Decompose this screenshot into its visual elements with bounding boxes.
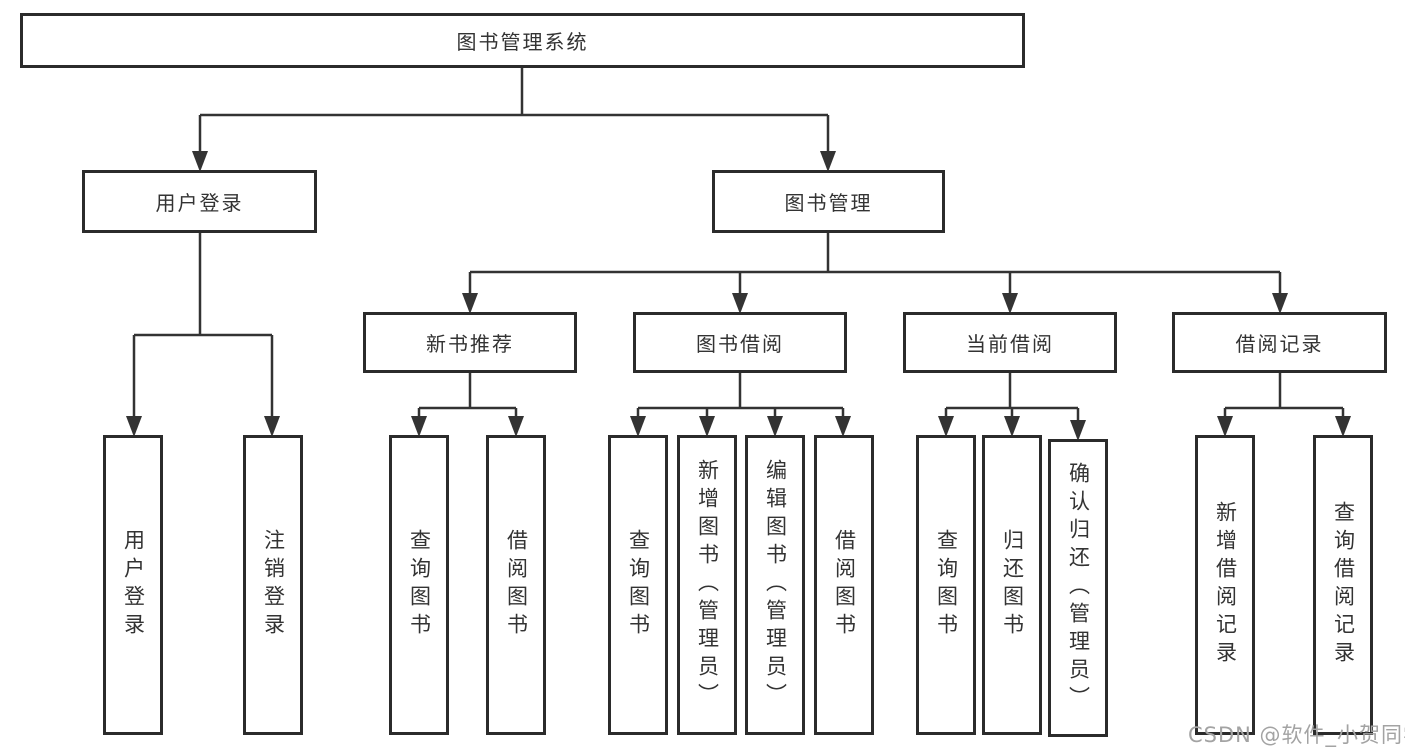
leaf-borrow-query-books: 查询图书 bbox=[608, 435, 668, 735]
node-user-login: 用户登录 bbox=[82, 170, 317, 233]
csdn-watermark: CSDN @软件_小贺同学 bbox=[1188, 723, 1405, 747]
leaf-borrow-add-books-admin: 新增图书（管理员） bbox=[677, 435, 737, 735]
leaf-borrow-edit-books-admin: 编辑图书（管理员） bbox=[745, 435, 805, 735]
leaf-records-add-record: 新增借阅记录 bbox=[1195, 435, 1255, 735]
leaf-current-query-books: 查询图书 bbox=[916, 435, 976, 735]
node-borrow-records: 借阅记录 bbox=[1172, 312, 1387, 373]
node-book-management: 图书管理 bbox=[712, 170, 945, 233]
node-new-book-recommend: 新书推荐 bbox=[363, 312, 577, 373]
leaf-current-return-books: 归还图书 bbox=[982, 435, 1042, 735]
leaf-records-query-record: 查询借阅记录 bbox=[1313, 435, 1373, 735]
leaf-recommend-query-books: 查询图书 bbox=[389, 435, 449, 735]
leaf-current-confirm-return-admin: 确认归还（管理员） bbox=[1048, 439, 1108, 737]
root-node-library-management-system: 图书管理系统 bbox=[20, 13, 1025, 68]
leaf-recommend-borrow-books: 借阅图书 bbox=[486, 435, 546, 735]
leaf-user-logout: 注销登录 bbox=[243, 435, 303, 735]
node-book-borrow: 图书借阅 bbox=[633, 312, 847, 373]
leaf-borrow-borrow-books: 借阅图书 bbox=[814, 435, 874, 735]
node-current-borrow: 当前借阅 bbox=[903, 312, 1117, 373]
leaf-user-login: 用户登录 bbox=[103, 435, 163, 735]
arrowheads bbox=[126, 151, 1351, 441]
